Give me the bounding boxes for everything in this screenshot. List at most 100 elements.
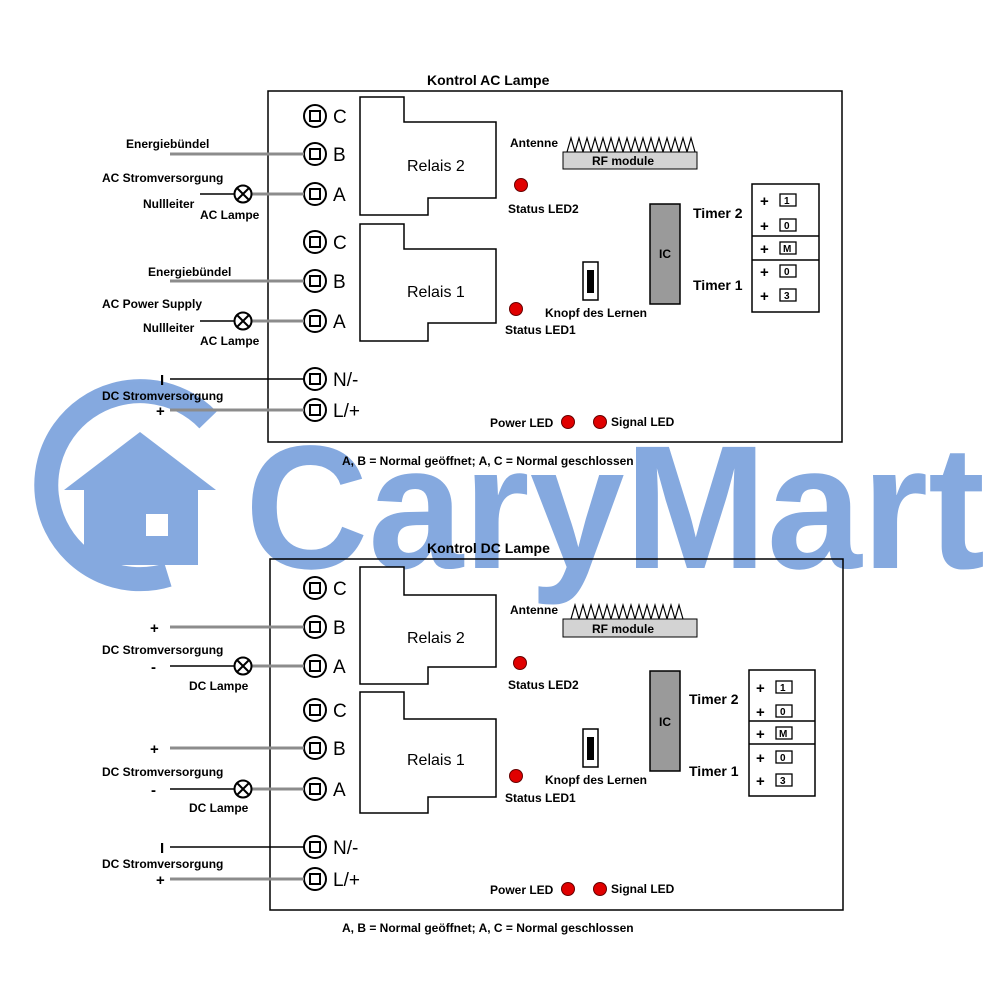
svg-text:N/-: N/- — [333, 370, 358, 391]
svg-text:C: C — [333, 701, 347, 722]
learn-button-label: Knopf des Lernen — [545, 306, 647, 320]
rf-module-label: RF module — [592, 154, 654, 168]
lamp-icon — [233, 311, 253, 331]
antenna-label: Antenne — [510, 603, 558, 617]
dip-switch-5[interactable]: +3 — [756, 773, 793, 790]
terminal-n[interactable]: N/- — [303, 835, 358, 859]
rf-module-label: RF module — [592, 622, 654, 636]
svg-text:+: + — [756, 750, 765, 767]
svg-text:B: B — [333, 145, 346, 166]
svg-text:N/-: N/- — [333, 838, 358, 859]
terminal-c2[interactable]: C — [303, 104, 347, 128]
wire-label: DC Stromversorgung — [102, 643, 223, 657]
wire-label: DC Lampe — [189, 679, 249, 693]
terminal-a1[interactable]: A — [303, 777, 346, 801]
timer-dip-switch-block: +1 +0 +M +0 +3 — [748, 669, 816, 797]
signal-led — [593, 415, 607, 429]
ac-panel-title: Kontrol AC Lampe — [427, 72, 550, 88]
wire-label: DC Stromversorgung — [102, 765, 223, 779]
dip-switch-3[interactable]: +M — [756, 726, 793, 743]
dip-switch-4[interactable]: +0 — [760, 264, 797, 281]
antenna-coil — [566, 135, 696, 155]
minus-sign: I — [160, 372, 164, 389]
svg-text:3: 3 — [784, 291, 790, 302]
ic-label: IC — [659, 247, 671, 261]
svg-text:0: 0 — [784, 267, 790, 278]
dip-switch-2[interactable]: +0 — [760, 218, 797, 235]
status-led2 — [513, 656, 527, 670]
power-led-label: Power LED — [490, 416, 554, 430]
terminal-l[interactable]: L/+ — [303, 867, 360, 891]
svg-text:3: 3 — [780, 776, 786, 787]
power-led-label: Power LED — [490, 883, 554, 897]
minus-sign: - — [151, 782, 156, 799]
wire-label: DC Stromversorgung — [102, 857, 223, 871]
dc-panel-title: Kontrol DC Lampe — [427, 540, 550, 556]
ac-control-panel: Kontrol AC Lampe C B A C B A N/- L/+ — [102, 72, 843, 468]
rf-module — [562, 151, 698, 170]
dip-switch-2[interactable]: +0 — [756, 704, 793, 721]
relay-1: Relais 1 — [359, 691, 497, 814]
terminal-a1[interactable]: A — [303, 309, 346, 333]
terminal-b2[interactable]: B — [303, 142, 346, 166]
dc-control-panel: Kontrol DC Lampe C B A C B A N/- L/+ Rel… — [102, 540, 844, 935]
relay-1-label: Relais 1 — [407, 284, 465, 301]
terminal-c2[interactable]: C — [303, 576, 347, 600]
signal-led-label: Signal LED — [611, 415, 675, 429]
relay-2: Relais 2 — [359, 96, 497, 216]
terminal-b1[interactable]: B — [303, 269, 346, 293]
dc-contact-note: A, B = Normal geöffnet; A, C = Normal ge… — [342, 921, 634, 935]
status-led1-label: Status LED1 — [505, 323, 576, 337]
svg-text:1: 1 — [780, 683, 786, 694]
wire-label: AC Power Supply — [102, 297, 202, 311]
svg-text:+: + — [760, 288, 769, 305]
terminal-b1[interactable]: B — [303, 736, 346, 760]
svg-text:+: + — [760, 241, 769, 258]
svg-text:L/+: L/+ — [333, 401, 360, 422]
wire-label: Nullleiter — [143, 197, 195, 211]
lamp-icon — [233, 779, 253, 799]
terminal-b2[interactable]: B — [303, 615, 346, 639]
learn-button[interactable] — [582, 728, 599, 768]
timer-dip-switch-block: +1 +0 +M +0 +3 — [751, 183, 820, 313]
wire-label: AC Lampe — [200, 334, 260, 348]
learn-button[interactable] — [582, 261, 599, 301]
svg-text:A: A — [333, 780, 346, 801]
svg-text:C: C — [333, 107, 347, 128]
terminal-c1[interactable]: C — [303, 698, 347, 722]
dip-switch-4[interactable]: +0 — [756, 750, 793, 767]
dip-switch-5[interactable]: +3 — [760, 288, 797, 305]
antenna-coil — [570, 602, 684, 622]
minus-sign: I — [160, 840, 164, 857]
terminal-l[interactable]: L/+ — [303, 398, 360, 422]
svg-text:C: C — [333, 233, 347, 254]
status-led1 — [509, 769, 523, 783]
relay-1-label: Relais 1 — [407, 752, 465, 769]
power-led — [561, 415, 575, 429]
dc-board-outline — [269, 558, 844, 911]
relay-2-label: Relais 2 — [407, 630, 465, 647]
terminal-a2[interactable]: A — [303, 182, 346, 206]
power-led — [561, 882, 575, 896]
minus-sign: - — [151, 659, 156, 676]
relay-2: Relais 2 — [359, 566, 497, 685]
status-led2-label: Status LED2 — [508, 678, 579, 692]
dip-switch-1[interactable]: +1 — [760, 193, 797, 210]
svg-text:L/+: L/+ — [333, 870, 360, 891]
wire-label: DC Lampe — [189, 801, 249, 815]
terminal-a2[interactable]: A — [303, 654, 346, 678]
lamp-icon — [233, 656, 253, 676]
terminal-c1[interactable]: C — [303, 230, 347, 254]
dip-switch-3[interactable]: +M — [760, 241, 797, 258]
dip-switch-1[interactable]: +1 — [756, 680, 793, 697]
svg-text:0: 0 — [780, 753, 786, 764]
timer1-label: Timer 1 — [693, 277, 743, 293]
svg-text:B: B — [333, 272, 346, 293]
ac-contact-note: A, B = Normal geöffnet; A, C = Normal ge… — [342, 454, 634, 468]
ic-label: IC — [659, 715, 671, 729]
wire-label: DC Stromversorgung — [102, 389, 223, 403]
plus-sign: + — [150, 741, 159, 758]
terminal-n[interactable]: N/- — [303, 367, 358, 391]
status-led1-label: Status LED1 — [505, 791, 576, 805]
